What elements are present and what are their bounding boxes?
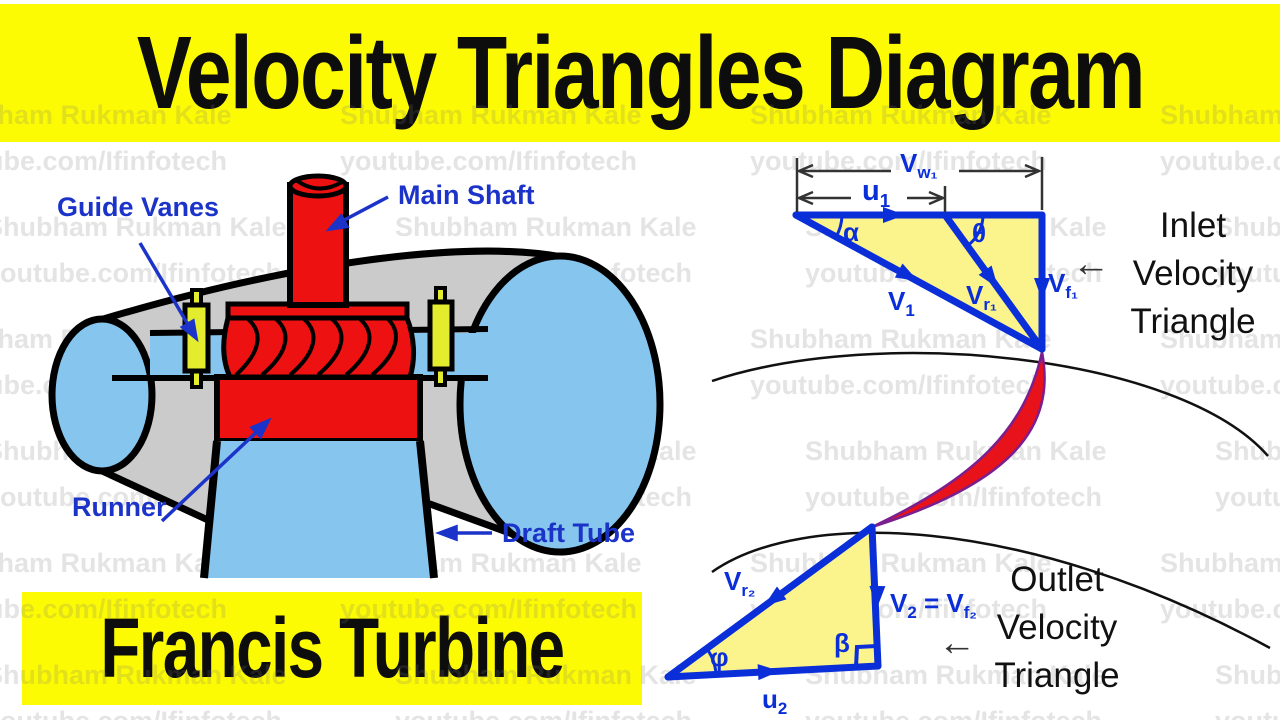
vw1-label: Vw₁ [900, 148, 938, 183]
right-angle-marker [854, 644, 878, 668]
u1-head-left [795, 190, 814, 206]
outlet-vector-arrowheads [757, 585, 886, 681]
vw1-head-right [1024, 163, 1043, 179]
runner-base [214, 374, 423, 444]
title-banner: Velocity Triangles Diagram [0, 4, 1280, 142]
outlet-caption-line1: Outlet [1010, 560, 1104, 599]
vr2-label: Vr₂ [724, 566, 756, 601]
vr1-label: Vr₁ [966, 280, 997, 315]
outlet-caption-line2: Velocity [996, 608, 1118, 647]
subtitle-banner: Francis Turbine [22, 592, 642, 705]
outlet-caption: Outlet Velocity Triangle [972, 556, 1142, 700]
casing-right-end [456, 252, 664, 556]
phi-arc [705, 648, 718, 675]
draft-tube-left-wall [200, 440, 221, 579]
theta-arc [966, 214, 985, 248]
page-title: Velocity Triangles Diagram [136, 15, 1145, 130]
alpha-arc [834, 214, 844, 238]
draft-tube-arrow [435, 524, 492, 542]
vw1-head-left [795, 163, 814, 179]
outlet-caption-arrow-icon: ← [938, 622, 976, 664]
inlet-circle-arc [711, 351, 1269, 457]
outlet-caption-line3: Triangle [994, 656, 1120, 695]
draft-tube-shape [204, 441, 434, 578]
inlet-caption-line3: Triangle [1130, 302, 1256, 341]
v1-label: V1 [888, 286, 915, 321]
alpha-label: α [843, 217, 859, 247]
theta-label: θ [972, 218, 987, 248]
u2-label: u2 [762, 684, 788, 719]
blade-profile [871, 351, 1046, 529]
runner-arrow [160, 417, 272, 523]
main-shaft-top [287, 173, 349, 199]
runner-blades [234, 317, 398, 377]
callout-arrows [138, 195, 492, 542]
inlet-caption: Inlet Velocity Triangle [1108, 202, 1278, 346]
shaft-top-swirl [294, 178, 344, 191]
main-shaft-label: Main Shaft [398, 180, 535, 210]
outlet-velocity-triangle [664, 523, 886, 681]
v2-vf2-label: V2 = Vf₂ [890, 588, 977, 623]
guide-vanes-label: Guide Vanes [57, 192, 220, 222]
main-shaft-arrow [325, 195, 389, 232]
inlet-caption-line1: Inlet [1159, 206, 1227, 245]
inlet-angle-arcs [834, 214, 985, 248]
u1-label: u1 [862, 175, 891, 211]
runner-crown [221, 315, 417, 380]
inlet-caption-line2: Velocity [1132, 254, 1254, 293]
inlet-caption-arrow-icon: ← [1072, 243, 1110, 285]
guide-vanes-arrow [138, 242, 199, 343]
turbine-cross-section [48, 173, 664, 579]
subtitle-text: Francis Turbine [100, 601, 565, 695]
dimension-lines [795, 157, 1044, 212]
main-shaft-shape [287, 182, 349, 308]
outlet-circle-arc [711, 531, 1271, 650]
draft-tube-label: Draft Tube [502, 518, 635, 548]
runner-label: Runner [72, 492, 167, 522]
vf1-label: Vf₁ [1048, 268, 1078, 303]
phi-label: φ [710, 642, 729, 672]
guide-vane-right [427, 286, 455, 387]
u1-head-right [928, 190, 947, 206]
inlet-vector-arrowheads [883, 207, 1050, 300]
draft-tube-right-wall [416, 440, 438, 579]
inlet-velocity-triangle [792, 157, 1050, 353]
casing-left-end [48, 315, 156, 475]
beta-label: β [834, 628, 850, 658]
